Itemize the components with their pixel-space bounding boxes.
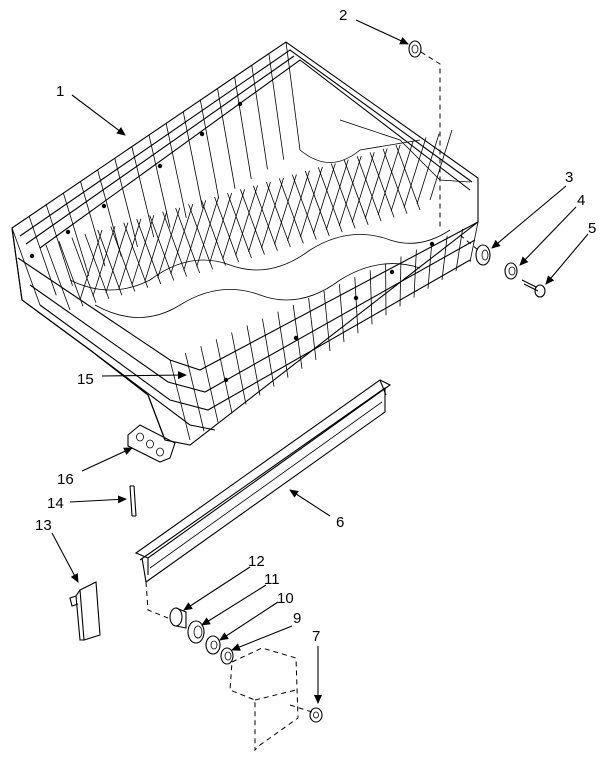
callout-9: 9 — [293, 610, 301, 627]
callout-7: 7 — [312, 628, 320, 645]
clip-part — [69, 581, 101, 641]
callout-1: 1 — [56, 83, 64, 100]
callout-3: 3 — [565, 169, 573, 186]
callout-labels: 1 2 3 4 5 6 7 9 10 11 12 13 14 15 16 — [35, 7, 596, 645]
callout-2: 2 — [339, 7, 347, 24]
callout-14: 14 — [47, 495, 64, 512]
stop-block — [127, 424, 176, 463]
wheel-assembly-right — [459, 234, 546, 298]
roller-bottom — [229, 647, 323, 752]
pin-part — [129, 485, 137, 517]
track-rail — [134, 379, 392, 619]
callout-11: 11 — [264, 571, 280, 588]
wheel-stack — [169, 607, 234, 665]
roller-top — [408, 40, 441, 230]
callout-4: 4 — [577, 192, 585, 209]
callout-15: 15 — [77, 371, 94, 388]
callout-10: 10 — [277, 590, 294, 607]
callout-12: 12 — [248, 553, 265, 570]
callout-16: 16 — [57, 471, 74, 488]
leader-lines — [51, 19, 589, 704]
dish-rack-basket — [11, 41, 479, 446]
callout-6: 6 — [336, 514, 344, 531]
callout-13: 13 — [35, 517, 52, 534]
callout-5: 5 — [588, 220, 596, 237]
